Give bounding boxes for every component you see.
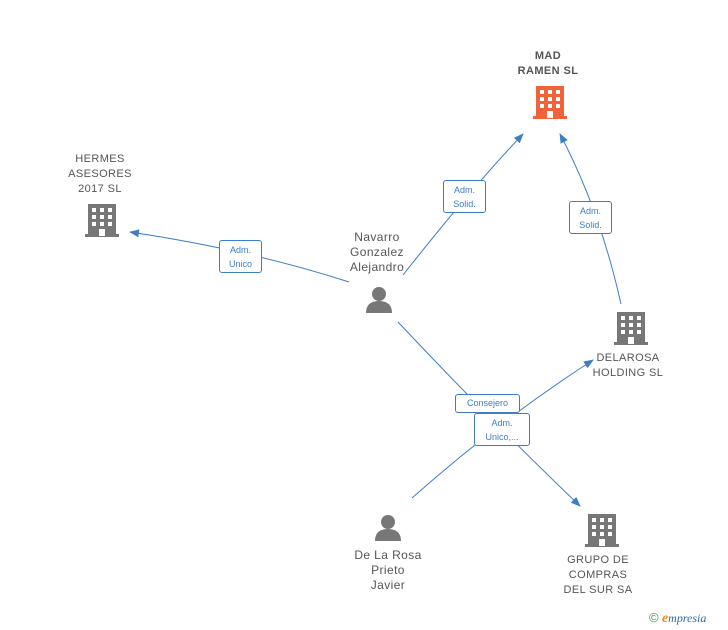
node-navarro-label[interactable]: Navarro Gonzalez Alejandro [349,230,405,274]
person-icon [366,287,392,313]
brand-name: mpresia [668,611,707,625]
building-icon [614,312,648,345]
node-hermes-icon[interactable] [85,204,119,237]
edges [129,133,622,507]
brand-initial: e [661,611,669,626]
node-mad-ramen-label[interactable]: MAD RAMEN SL [517,50,579,77]
node-grupo-compras-icon[interactable] [585,514,619,547]
footer-brand[interactable]: © empresia [649,610,706,627]
building-icon [85,204,119,237]
node-de-la-rosa-label[interactable]: De La Rosa Prieto Javier [354,548,422,592]
building-icon [533,86,567,119]
node-de-la-rosa-icon[interactable] [375,515,401,541]
node-mad-ramen-icon[interactable] [533,86,567,119]
node-navarro-icon[interactable] [366,287,392,313]
role-badge-consejero[interactable]: Consejero [455,394,520,413]
role-badge-adm-unico[interactable]: Adm. Unico [219,240,262,273]
person-icon [375,515,401,541]
node-delarosa-holding-icon[interactable] [614,312,648,345]
role-badge-adm-solid[interactable]: Adm. Solid. [443,180,486,213]
role-badge-adm-solid[interactable]: Adm. Solid. [569,201,612,234]
node-hermes-label[interactable]: HERMES ASESORES 2017 SL [68,153,132,195]
building-icon [585,514,619,547]
copyright-icon: © [649,610,659,625]
role-badge-adm-unico-multi[interactable]: Adm. Unico,... [474,413,530,446]
node-delarosa-holding-label[interactable]: DELAROSA HOLDING SL [592,352,664,379]
node-grupo-compras-label[interactable]: GRUPO DE COMPRAS DEL SUR SA [563,554,633,596]
